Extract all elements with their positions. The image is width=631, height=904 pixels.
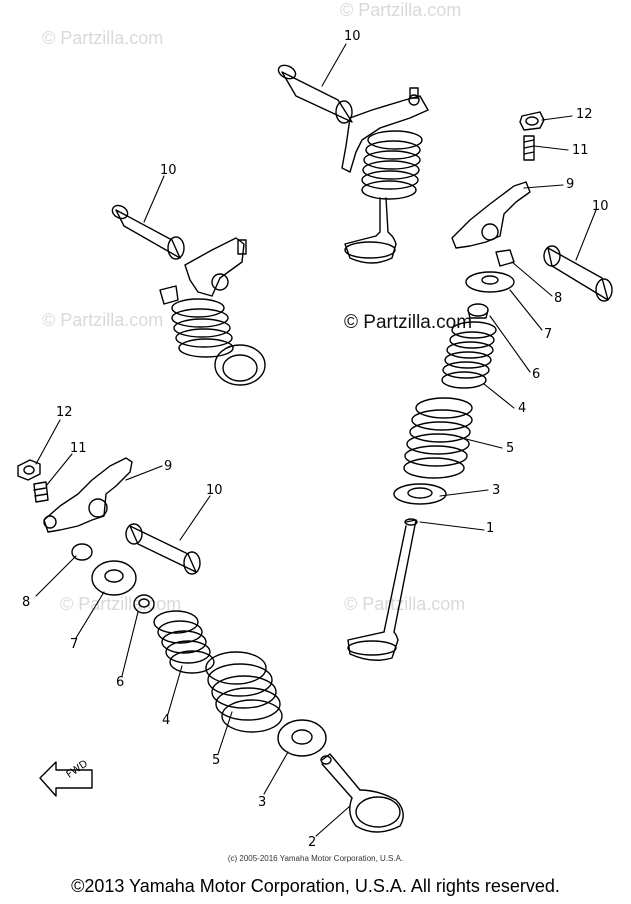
footer-copyright: ©2013 Yamaha Motor Corporation, U.S.A. A… <box>71 876 560 896</box>
outer-spring-right <box>403 397 473 479</box>
nut-right <box>519 111 545 131</box>
callout-9: 9 <box>164 459 173 474</box>
watermark: © Partzilla.com <box>340 0 462 20</box>
callout-3: 3 <box>492 483 501 498</box>
callout-5: 5 <box>212 753 221 768</box>
watermark: © Partzilla.com <box>42 28 164 48</box>
spring-seat-right <box>393 483 447 505</box>
callout-1: 1 <box>486 521 495 536</box>
inner-spring-left <box>153 610 215 674</box>
cap-left <box>71 543 93 561</box>
callout-9: 9 <box>566 177 575 192</box>
callout-4: 4 <box>518 401 527 416</box>
outer-spring-left <box>205 651 283 733</box>
callout-11: 11 <box>572 143 589 158</box>
adjuster-screw-left <box>33 481 49 503</box>
callout-4: 4 <box>162 713 171 728</box>
rocker-arm-left-bottom <box>43 457 133 533</box>
callout-12: 12 <box>56 405 73 420</box>
valve-left <box>320 753 404 833</box>
callout-11: 11 <box>70 441 87 456</box>
seal-left <box>133 594 155 614</box>
watermark: © Partzilla.com <box>60 594 182 614</box>
valve-spring-left <box>171 298 234 358</box>
callout-10: 10 <box>344 29 361 44</box>
callout-7: 7 <box>70 637 79 652</box>
callout-7: 7 <box>544 327 553 342</box>
rocker-shaft-left <box>111 204 185 260</box>
rocker-arm-left <box>159 237 247 305</box>
callout-10: 10 <box>592 199 609 214</box>
diagram-copyright: (c) 2005-2016 Yamaha Motor Corporation, … <box>227 854 404 863</box>
callout-10: 10 <box>206 483 223 498</box>
callout-10: 10 <box>160 163 177 178</box>
nut-left <box>17 459 41 481</box>
callout-8: 8 <box>22 595 31 610</box>
valve-right <box>347 518 418 661</box>
callout-6: 6 <box>116 675 125 690</box>
spring-seat-left <box>277 719 327 757</box>
rocker-shaft-top <box>277 64 353 124</box>
fwd-arrow-icon <box>39 761 93 797</box>
valve-head-left <box>214 344 266 386</box>
watermark: © Partzilla.com <box>344 312 473 333</box>
leader-lines <box>35 43 597 837</box>
retainer-right <box>465 271 515 293</box>
valve-top <box>344 197 397 264</box>
valve-spring-top <box>361 130 423 200</box>
rocker-shaft-right <box>543 245 613 302</box>
callout-12: 12 <box>576 107 593 122</box>
watermark: © Partzilla.com <box>42 310 164 330</box>
retainer-left <box>91 560 137 596</box>
inner-spring-right <box>441 321 497 389</box>
callout-6: 6 <box>532 367 541 382</box>
callout-2: 2 <box>308 835 317 850</box>
adjuster-screw-right <box>523 135 535 161</box>
callout-8: 8 <box>554 291 563 306</box>
seal-right <box>467 303 489 319</box>
callout-5: 5 <box>506 441 515 456</box>
cap-right <box>495 249 515 267</box>
watermark: © Partzilla.com <box>344 594 466 614</box>
rocker-arm-top <box>341 87 429 173</box>
callout-3: 3 <box>258 795 267 810</box>
rocker-shaft-left-bottom <box>125 523 201 575</box>
rocker-arm-right <box>451 181 531 249</box>
